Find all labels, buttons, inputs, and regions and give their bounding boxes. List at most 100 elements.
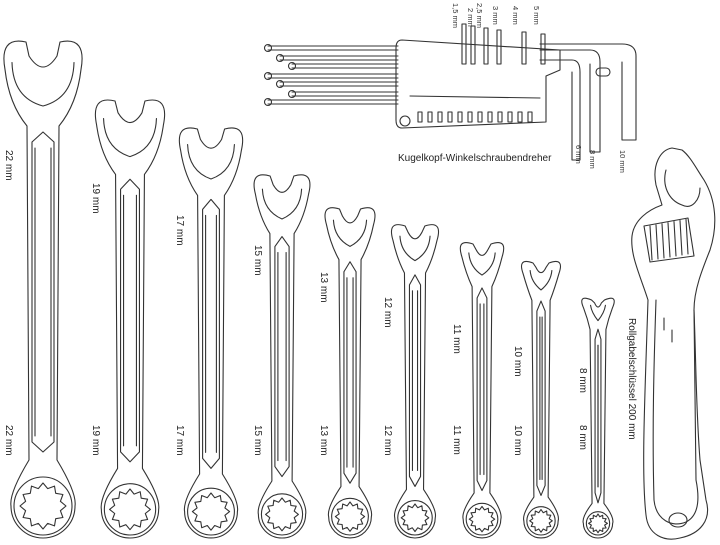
wrench-11-label-top: 11 mm bbox=[451, 324, 462, 354]
wrench-8-label-top: 8 mm bbox=[577, 368, 588, 393]
wrench-15-label-bottom: 15 mm bbox=[252, 425, 263, 456]
worm-screw-thread bbox=[661, 223, 665, 259]
hex-key-short-arm bbox=[540, 33, 546, 65]
hex-holder-slot bbox=[467, 111, 473, 123]
wrench-12-label-bottom: 12 mm bbox=[382, 425, 393, 456]
wrench-shaft-slot bbox=[343, 261, 357, 484]
wrench-19-label-top: 19 mm bbox=[90, 183, 101, 214]
wrench-ring-rim bbox=[585, 511, 611, 536]
wrench-outline bbox=[3, 40, 83, 539]
hex-key-short-arm bbox=[470, 25, 476, 65]
adjustable-wrench-outline bbox=[631, 147, 716, 540]
hex-key-short-arm bbox=[461, 23, 467, 65]
hex-holder-slot bbox=[507, 111, 513, 123]
wrench-13mm bbox=[324, 207, 376, 539]
adjustable-handle-grip bbox=[652, 299, 699, 525]
hex-key-long-arm bbox=[539, 49, 601, 153]
hex-holder-slot bbox=[437, 111, 443, 123]
wrench-22mm bbox=[3, 40, 83, 539]
wrench-11-label-bottom: 11 mm bbox=[451, 425, 462, 455]
wrench-ring-12point bbox=[19, 482, 67, 530]
hex-holder-slot bbox=[417, 111, 423, 123]
wrench-outline bbox=[390, 224, 440, 539]
worm-screw-thread bbox=[649, 225, 653, 261]
hex-key-long-arm bbox=[539, 59, 581, 161]
wrench-outline bbox=[253, 174, 311, 539]
hex-key-set-caption: Kugelkopf-Winkelschraubendreher bbox=[398, 153, 552, 164]
wrench-jaw-contour bbox=[590, 304, 606, 322]
wrench-17-label-bottom: 17 mm bbox=[174, 425, 185, 456]
hex-key-short-arm bbox=[521, 31, 527, 65]
hex-holder-slot bbox=[497, 111, 503, 123]
wrench-outline bbox=[581, 297, 615, 539]
hex-key-ball-end bbox=[275, 79, 285, 89]
wrench-19-label-bottom: 19 mm bbox=[90, 425, 101, 456]
adjustable-wrench-label: Rollgabelschlüssel 200 mm bbox=[626, 318, 637, 440]
hex-size-6: 6 mm bbox=[574, 145, 583, 164]
wrench-ring-rim bbox=[331, 497, 369, 536]
wrench-jaw-contour bbox=[332, 219, 368, 247]
wrench-shaft-slot bbox=[408, 274, 422, 487]
wrench-8mm bbox=[581, 297, 615, 539]
worm-screw-thread bbox=[685, 218, 689, 255]
wrench-outline bbox=[324, 207, 376, 539]
worm-screw-thread bbox=[655, 224, 659, 260]
hex-holder-slot bbox=[457, 111, 463, 123]
hex-size-2: 2 mm bbox=[466, 8, 475, 27]
hex-holder-line bbox=[409, 95, 541, 99]
wrench-22-label-top: 22 mm bbox=[3, 150, 14, 181]
wrench-10-label-top: 10 mm bbox=[512, 346, 523, 377]
wrench-22-label-bottom: 22 mm bbox=[3, 425, 14, 456]
hex-key-ball-end bbox=[275, 53, 285, 63]
wrench-ring-12point bbox=[468, 505, 496, 533]
hex-holder-hole bbox=[399, 115, 411, 127]
wrench-jaw-contour bbox=[187, 144, 235, 180]
wrench-19mm bbox=[94, 99, 166, 539]
wrench-ring-rim bbox=[260, 493, 304, 536]
wrench-17-label-top: 17 mm bbox=[174, 215, 185, 246]
worm-screw-housing bbox=[643, 217, 695, 263]
worm-screw-thread bbox=[679, 219, 683, 256]
handle-hang-hole bbox=[668, 512, 688, 528]
wrench-ring-rim bbox=[13, 476, 73, 536]
wrench-jaw-contour bbox=[399, 235, 431, 262]
wrench-outline bbox=[459, 241, 505, 539]
hex-key-arm-hole bbox=[595, 67, 611, 77]
wrench-ring-rim bbox=[526, 506, 556, 536]
hex-size-10: 10 mm bbox=[618, 150, 627, 173]
wrench-jaw-contour bbox=[468, 252, 496, 276]
handle-grip-detail bbox=[663, 317, 673, 343]
wrench-ring-12point bbox=[265, 497, 299, 532]
wrench-13-label-top: 13 mm bbox=[318, 272, 329, 303]
wrench-jaw-contour bbox=[103, 118, 157, 158]
wrench-shaft-slot bbox=[31, 131, 55, 453]
wrench-shaft-slot bbox=[536, 300, 546, 497]
hex-holder-slot bbox=[447, 111, 453, 123]
hex-key-ball-end bbox=[263, 43, 273, 53]
wrench-jaw-contour bbox=[11, 61, 75, 107]
wrench-12-label-top: 12 mm bbox=[382, 297, 393, 328]
wrench-shaft-slot bbox=[476, 287, 488, 492]
wrench-shaft-slot bbox=[594, 328, 602, 504]
wrench-10mm bbox=[520, 260, 562, 539]
worm-screw-thread bbox=[673, 221, 677, 257]
wrench-ring-rim bbox=[103, 483, 157, 536]
wrench-shaft-slot bbox=[120, 178, 140, 463]
wrench-8-label-bottom: 8 mm bbox=[577, 425, 588, 450]
wrench-17mm bbox=[178, 127, 244, 539]
wrench-ring-12point bbox=[191, 492, 231, 531]
hex-holder-slot bbox=[487, 111, 493, 123]
wrench-11mm bbox=[459, 241, 505, 539]
adjustable-jaw-line bbox=[664, 169, 701, 207]
hex-key-set bbox=[263, 23, 637, 161]
hex-holder-body bbox=[395, 39, 561, 129]
hex-key-long-arm bbox=[539, 43, 637, 141]
wrench-ring-rim bbox=[187, 487, 235, 536]
wrench-ring-rim bbox=[465, 502, 499, 536]
wrench-ring-12point bbox=[109, 488, 151, 531]
hex-key-short-arm bbox=[483, 27, 489, 65]
worm-screw-thread bbox=[667, 222, 671, 258]
wrench-ring-12point bbox=[334, 501, 366, 532]
